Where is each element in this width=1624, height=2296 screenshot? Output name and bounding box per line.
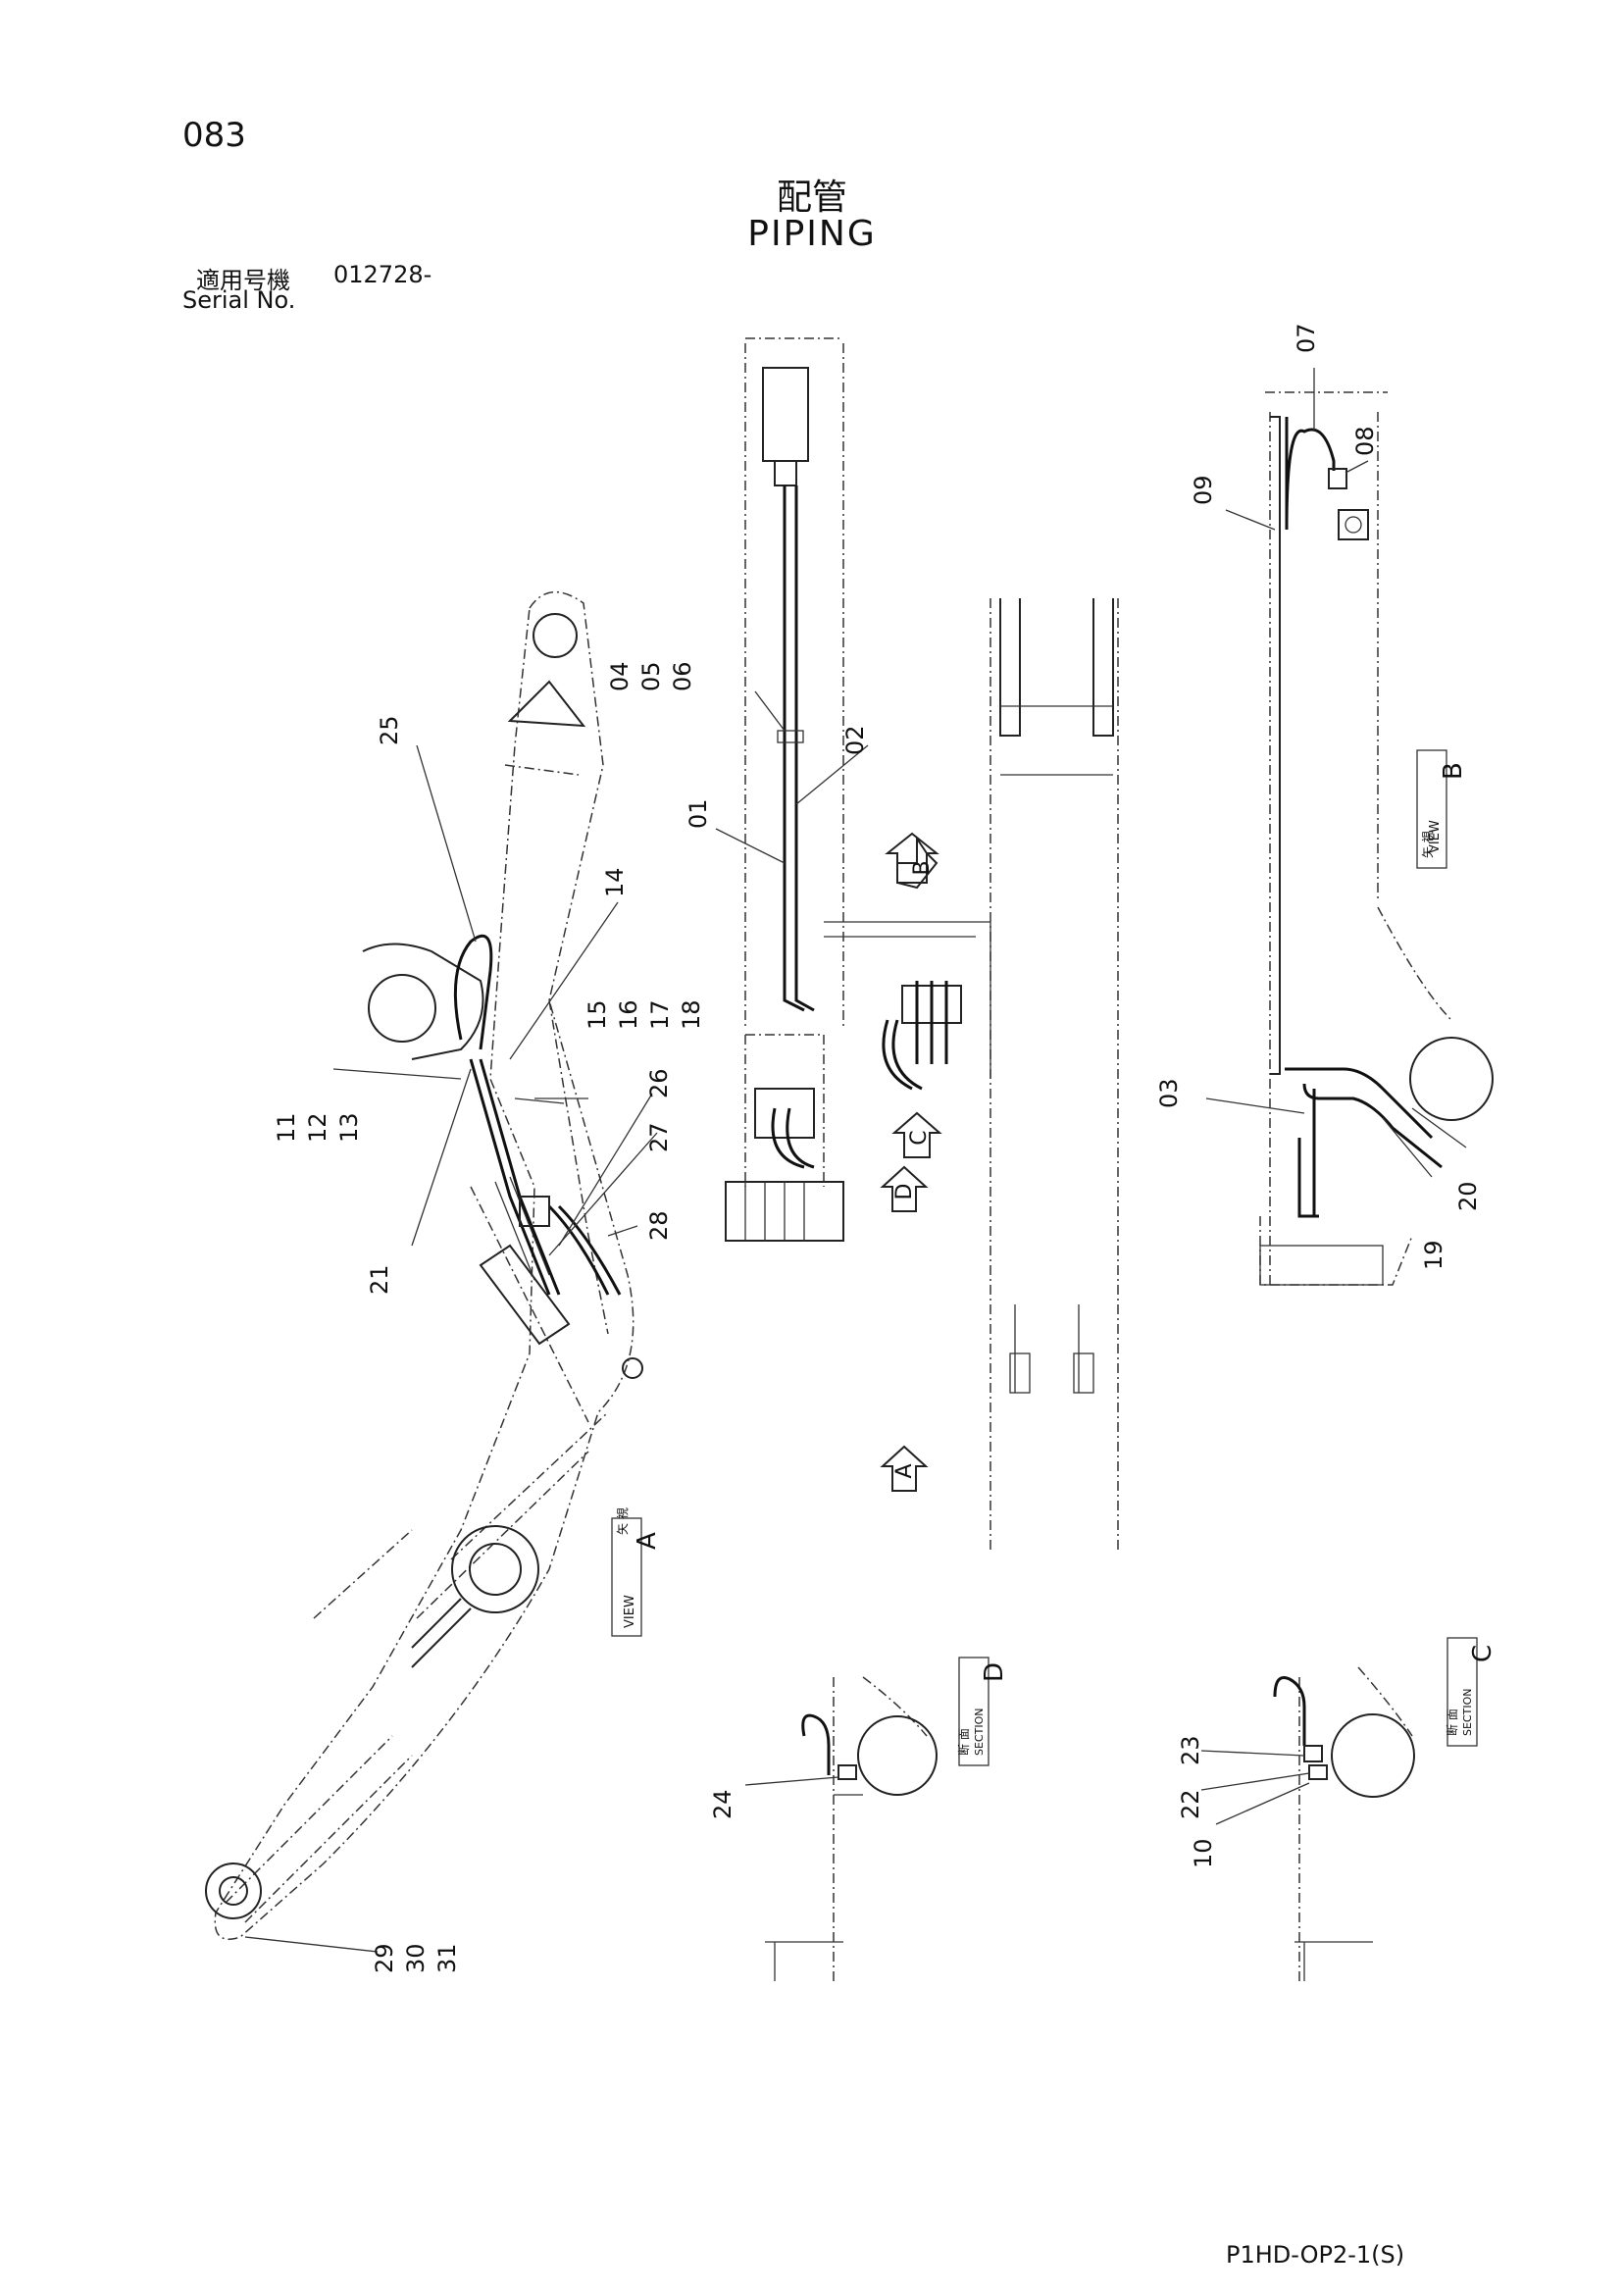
view-b-drawing bbox=[1259, 391, 1494, 1286]
callout-01: 01 bbox=[685, 798, 712, 829]
arrow-a: A bbox=[880, 1445, 929, 1492]
svg-text:B: B bbox=[910, 860, 935, 875]
serial-value: 012728- bbox=[333, 261, 432, 288]
svg-text:VIEW: VIEW bbox=[1428, 820, 1443, 853]
boom-side-view bbox=[205, 590, 643, 1940]
section-c-drawing bbox=[1273, 1666, 1415, 1981]
callout-28: 28 bbox=[645, 1210, 673, 1241]
callout-09: 09 bbox=[1190, 475, 1217, 505]
callout-21: 21 bbox=[366, 1264, 393, 1295]
svg-text:矢 視: 矢 視 bbox=[615, 1507, 630, 1535]
svg-text:A: A bbox=[892, 1463, 917, 1478]
view-b-tag: 矢 視 VIEW B bbox=[1416, 749, 1468, 869]
svg-text:D: D bbox=[892, 1184, 917, 1200]
svg-text:断 面: 断 面 bbox=[1445, 1709, 1459, 1736]
callout-10: 10 bbox=[1190, 1838, 1217, 1868]
svg-text:C: C bbox=[1468, 1645, 1497, 1662]
svg-text:断 面: 断 面 bbox=[956, 1728, 971, 1756]
callout-02: 02 bbox=[841, 725, 869, 755]
title-english: PIPING bbox=[747, 214, 877, 254]
svg-text:B: B bbox=[1439, 762, 1468, 780]
callout-20: 20 bbox=[1454, 1181, 1482, 1211]
callout-24: 24 bbox=[709, 1789, 736, 1819]
page-number: 083 bbox=[182, 116, 246, 155]
svg-text:SECTION: SECTION bbox=[973, 1709, 986, 1756]
section-d-tag: 断 面 SECTION D bbox=[956, 1657, 1009, 1766]
callout-25: 25 bbox=[376, 715, 403, 745]
svg-text:矢 視: 矢 視 bbox=[1420, 831, 1435, 858]
svg-text:VIEW: VIEW bbox=[623, 1595, 637, 1628]
serial-label-english: Serial No. bbox=[182, 286, 296, 314]
callout-14: 14 bbox=[601, 867, 629, 897]
svg-text:C: C bbox=[907, 1130, 932, 1145]
section-c-tag: 断 面 SECTION C bbox=[1445, 1637, 1497, 1747]
svg-text:SECTION: SECTION bbox=[1461, 1689, 1474, 1736]
callout-15-18: 15 16 17 18 bbox=[584, 993, 705, 1030]
boom-top-view bbox=[725, 337, 1119, 1550]
callout-03: 03 bbox=[1155, 1078, 1183, 1108]
callout-26: 26 bbox=[645, 1068, 673, 1098]
document-code: P1HD-OP2-1(S) bbox=[1226, 2241, 1405, 2269]
callout-04-06: 04 05 06 bbox=[606, 654, 696, 691]
svg-text:D: D bbox=[980, 1662, 1009, 1682]
serial-label-japanese: 適用号機 bbox=[196, 267, 290, 294]
callout-08: 08 bbox=[1351, 426, 1379, 456]
svg-text:A: A bbox=[633, 1532, 662, 1550]
arrow-c: C bbox=[891, 1111, 942, 1158]
section-d-drawing bbox=[765, 1676, 938, 1981]
callout-22: 22 bbox=[1177, 1789, 1204, 1819]
callout-11-13: 11 12 13 bbox=[273, 1105, 363, 1143]
title-japanese: 配管 bbox=[776, 178, 847, 218]
callout-numbers: 01 02 03 04 05 06 07 08 09 10 11 12 13 1… bbox=[273, 323, 1482, 1973]
view-a-tag: 矢 視 VIEW A bbox=[611, 1507, 662, 1637]
leader-lines bbox=[244, 368, 1467, 1953]
callout-27: 27 bbox=[645, 1122, 673, 1152]
callout-07: 07 bbox=[1293, 323, 1320, 353]
callout-23: 23 bbox=[1177, 1735, 1204, 1765]
arrow-b: B bbox=[885, 832, 939, 890]
arrow-d: D bbox=[880, 1165, 929, 1212]
callout-19: 19 bbox=[1420, 1240, 1447, 1270]
callout-29-31: 29 30 31 bbox=[371, 1936, 461, 1973]
